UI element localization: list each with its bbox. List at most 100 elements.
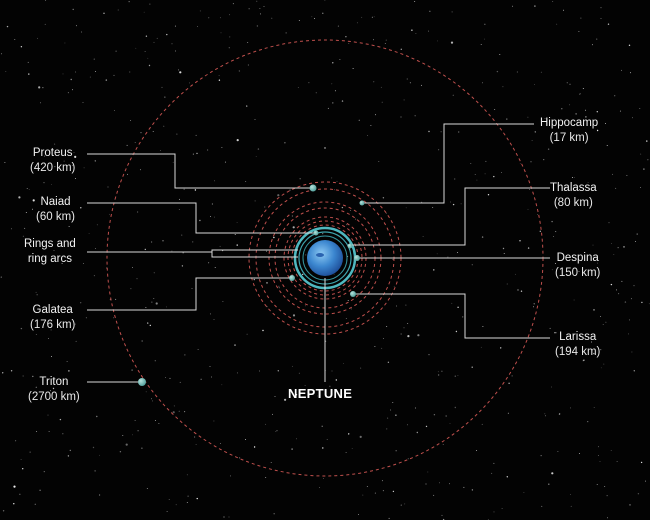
star <box>639 107 641 109</box>
star <box>506 283 508 285</box>
star <box>50 390 51 392</box>
star <box>545 415 547 417</box>
star <box>103 12 105 14</box>
star <box>441 370 443 372</box>
star <box>407 458 409 460</box>
star <box>273 236 275 239</box>
star <box>105 79 108 81</box>
star <box>392 490 395 493</box>
star <box>151 398 153 400</box>
star <box>186 474 188 476</box>
star <box>93 58 95 60</box>
star <box>647 159 649 161</box>
star <box>348 43 350 45</box>
star <box>253 278 255 281</box>
star <box>485 160 487 162</box>
star <box>83 167 85 169</box>
star <box>32 375 34 378</box>
star <box>348 433 350 435</box>
star <box>628 44 631 46</box>
star <box>333 273 335 275</box>
star <box>415 32 417 34</box>
leader-proteus <box>87 153 312 189</box>
star <box>559 413 561 415</box>
star <box>219 443 221 444</box>
star <box>533 303 535 305</box>
star <box>6 25 9 28</box>
star <box>292 314 296 317</box>
neptune-spot <box>316 253 324 257</box>
star <box>304 384 306 386</box>
star <box>99 454 100 456</box>
star <box>196 152 198 155</box>
star <box>381 347 383 349</box>
star <box>156 37 158 39</box>
star <box>161 86 163 88</box>
star <box>197 349 199 350</box>
star <box>322 233 324 235</box>
star <box>564 188 566 190</box>
proteus-size: (420 km) <box>30 162 76 174</box>
star <box>135 47 137 49</box>
star <box>339 59 341 61</box>
star <box>2 510 5 512</box>
star <box>621 69 622 71</box>
star <box>640 461 643 464</box>
star <box>582 360 584 362</box>
star <box>366 485 368 487</box>
star <box>174 25 176 27</box>
star <box>74 155 77 158</box>
star <box>585 109 587 111</box>
leader-rings <box>87 251 298 258</box>
star <box>611 243 612 245</box>
star <box>374 492 376 494</box>
star <box>484 38 485 40</box>
star <box>36 431 38 433</box>
star <box>482 82 483 84</box>
star <box>370 125 372 126</box>
star <box>129 71 131 73</box>
star <box>292 226 295 229</box>
star <box>221 147 223 148</box>
star <box>236 139 239 142</box>
star <box>222 301 224 303</box>
star <box>439 482 440 484</box>
star <box>308 82 310 84</box>
star <box>404 503 406 505</box>
star <box>151 301 153 303</box>
star <box>484 173 486 175</box>
star <box>457 374 459 376</box>
leader-hippocamp <box>364 123 534 204</box>
star <box>548 483 550 485</box>
star <box>571 177 573 178</box>
star <box>534 131 536 133</box>
star <box>470 163 472 164</box>
star <box>62 433 64 435</box>
star <box>319 487 321 489</box>
star <box>315 92 317 94</box>
leader-naiad <box>87 202 318 234</box>
star <box>573 176 575 178</box>
star <box>265 476 267 478</box>
star <box>602 324 604 326</box>
star <box>547 148 550 150</box>
star <box>329 385 331 387</box>
star <box>194 436 196 438</box>
star <box>437 371 439 373</box>
star <box>563 9 565 11</box>
star <box>425 425 428 428</box>
star <box>144 248 146 251</box>
star <box>381 480 383 482</box>
star <box>22 375 24 377</box>
star <box>519 240 521 242</box>
star <box>458 131 460 133</box>
star <box>407 323 409 324</box>
star <box>367 135 369 137</box>
star <box>597 446 599 448</box>
star <box>154 360 156 362</box>
star <box>544 413 546 415</box>
star <box>345 452 347 454</box>
star <box>375 114 377 116</box>
star <box>441 514 443 516</box>
star <box>72 164 74 166</box>
